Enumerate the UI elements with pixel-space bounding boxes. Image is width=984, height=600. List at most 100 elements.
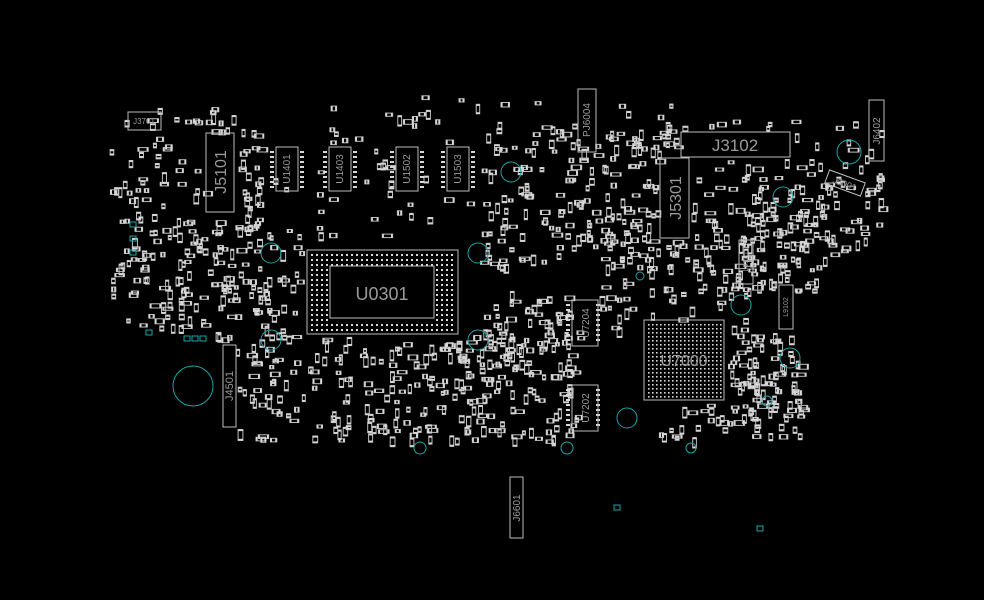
pad [697, 279, 702, 281]
pad [339, 371, 341, 375]
pad [600, 304, 605, 307]
ball [680, 344, 682, 346]
connector-j4501[interactable]: J4501 [222, 344, 237, 428]
connector-j6601[interactable]: J6601 [509, 476, 524, 539]
memory-u7202[interactable]: U7202 [571, 384, 599, 432]
memory-u1403[interactable]: U1403 [328, 146, 352, 192]
pad [743, 318, 749, 320]
pad [561, 233, 563, 238]
pad [211, 283, 214, 287]
cpu-u0301[interactable]: U0301 [306, 249, 459, 335]
pad [277, 411, 279, 417]
ball [361, 324, 363, 326]
pad [156, 154, 161, 156]
pad [758, 191, 762, 194]
pad [161, 302, 166, 305]
pad [790, 361, 795, 364]
passive-component [363, 356, 369, 368]
pad [502, 224, 508, 226]
pad [429, 354, 434, 356]
connector-j6402[interactable]: J6402 [868, 99, 885, 162]
ball [446, 314, 448, 316]
pad [399, 376, 402, 381]
pad [681, 145, 684, 149]
pad [127, 191, 129, 196]
pad [846, 186, 849, 190]
pad [841, 126, 844, 131]
pad [427, 428, 430, 433]
pad [519, 368, 525, 371]
ball [684, 348, 686, 350]
pad [473, 335, 476, 341]
pad [462, 98, 465, 102]
pad [857, 148, 860, 153]
pad [566, 433, 568, 438]
pad [265, 303, 271, 305]
pad [610, 156, 613, 162]
pad [502, 201, 507, 203]
connector-j3701[interactable]: J3701 [127, 111, 162, 131]
pad [558, 370, 563, 372]
pad [519, 347, 524, 350]
pad [241, 160, 246, 162]
pad [670, 129, 672, 134]
pad [750, 238, 755, 240]
pad [542, 125, 544, 130]
pad [568, 388, 573, 391]
pad [190, 292, 193, 297]
pad [270, 171, 274, 173]
ball [680, 340, 682, 342]
ball [676, 376, 678, 378]
pad [590, 167, 594, 170]
inductor-l9110[interactable]: L9110 [738, 239, 754, 285]
connector-j3102[interactable]: J3102 [680, 131, 791, 158]
pad [129, 198, 132, 204]
pad [606, 295, 609, 301]
memory-u1401[interactable]: U1401 [275, 146, 299, 192]
pad [719, 420, 722, 426]
memory-u7204[interactable]: U7204 [571, 299, 599, 347]
pad [552, 351, 556, 353]
pad [378, 429, 380, 434]
pad [501, 226, 505, 228]
pad [488, 202, 491, 207]
memory-u1502[interactable]: U1502 [395, 146, 419, 192]
pad [295, 370, 297, 375]
pad [519, 356, 524, 358]
pad [768, 125, 772, 127]
pad [524, 394, 528, 397]
pad [276, 245, 278, 250]
pad [619, 172, 622, 177]
pad [566, 394, 570, 396]
ball [321, 264, 323, 266]
pad [190, 242, 193, 246]
pad [651, 213, 656, 216]
ball [696, 384, 698, 386]
inductor-l9102[interactable]: L9102 [778, 284, 794, 330]
pad [703, 288, 707, 291]
chip-u7000[interactable]: U7000 [643, 319, 725, 401]
connector-j5301[interactable]: J5301 [659, 157, 690, 239]
memory-u1503[interactable]: U1503 [446, 146, 470, 192]
ball [316, 299, 318, 301]
pad [487, 367, 492, 370]
ball [712, 336, 714, 338]
ball [316, 279, 318, 281]
ball [684, 360, 686, 362]
pad [335, 357, 337, 362]
pad [673, 253, 675, 258]
pad [272, 379, 276, 381]
pad [278, 277, 282, 280]
ball [668, 384, 670, 386]
connector-pj6004[interactable]: PJ6004 [577, 88, 597, 153]
ball [700, 328, 702, 330]
pad [224, 220, 227, 226]
ball [446, 289, 448, 291]
pad [777, 339, 780, 343]
pad [748, 409, 753, 412]
pad [795, 185, 797, 190]
pad [255, 221, 257, 226]
connector-j5101[interactable]: J5101 [205, 132, 235, 213]
pad [234, 285, 236, 290]
pad [675, 129, 678, 134]
